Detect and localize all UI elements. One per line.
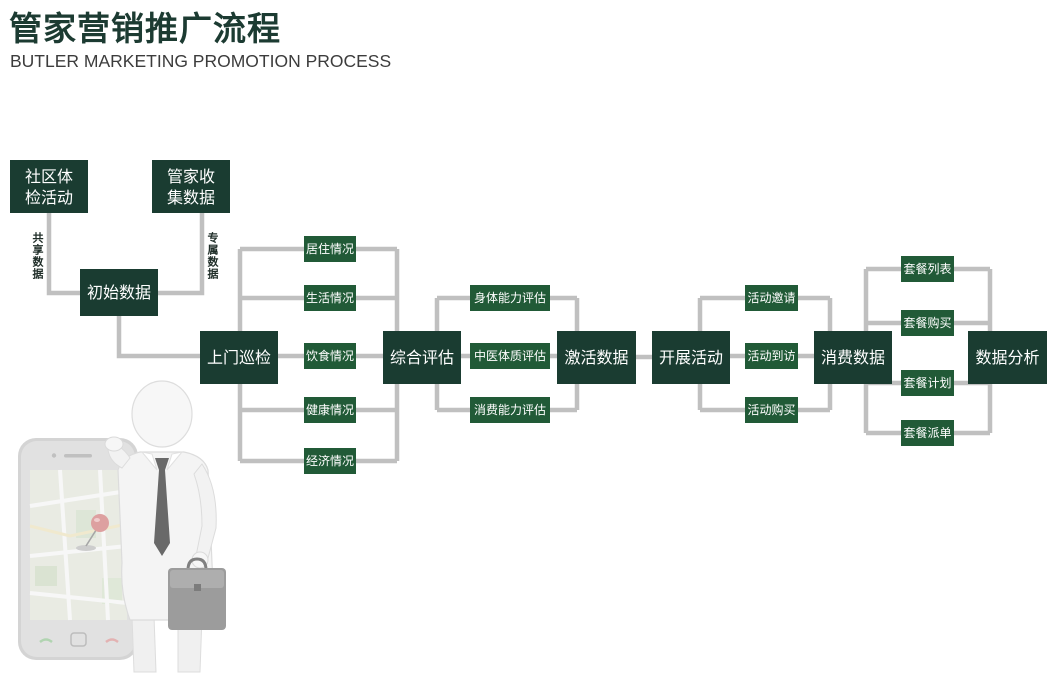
call-icon [39, 638, 53, 644]
inspection-item-economy: 经济情况 [304, 448, 356, 474]
node-label: 数据分析 [975, 348, 1040, 367]
assessment-item-physical: 身体能力评估 [470, 285, 550, 311]
node-label: 开展活动 [658, 348, 723, 367]
node-community-checkup: 社区体 检活动 [10, 160, 88, 213]
package-item-plan: 套餐计划 [901, 370, 954, 396]
assessment-item-tcm-constitution: 中医体质评估 [470, 343, 550, 369]
inspection-item-housing: 居住情况 [304, 236, 356, 262]
inspection-item-diet: 饮食情况 [304, 343, 356, 369]
package-item-list: 套餐列表 [901, 256, 954, 282]
briefcase-icon [168, 557, 226, 630]
node-butler-collection: 管家收 集数据 [152, 160, 230, 213]
edge-label-shared-data: 共享数据 [31, 232, 44, 280]
connector-shared-data [46, 213, 80, 296]
inspection-item-living: 生活情况 [304, 285, 356, 311]
node-activate-data: 激活数据 [557, 331, 636, 384]
node-label: 初始数据 [86, 283, 151, 302]
node-data-analysis: 数据分析 [968, 331, 1047, 384]
node-label-line: 检活动 [24, 187, 73, 207]
node-label: 上门巡检 [206, 348, 271, 367]
connector-exclusive-data [158, 213, 205, 296]
node-home-inspection: 上门巡检 [200, 331, 278, 384]
necktie-icon [154, 458, 170, 556]
page-title: 管家营销推广流程 [9, 9, 281, 48]
map-icon [29, 469, 128, 621]
home-button-icon [70, 632, 87, 647]
node-label: 消费数据 [820, 348, 885, 367]
end-call-icon [105, 638, 119, 644]
head [131, 380, 193, 448]
page-subtitle: BUTLER MARKETING PROMOTION PROCESS [10, 51, 392, 71]
node-label-line: 集数据 [166, 187, 215, 207]
node-launch-activities: 开展活动 [652, 331, 730, 384]
node-label: 激活数据 [564, 348, 629, 367]
node-label-line: 社区体 [24, 166, 73, 186]
node-comprehensive-assessment: 综合评估 [383, 331, 461, 384]
businessman-phone-illustration [18, 380, 226, 673]
package-item-purchase: 套餐购买 [901, 310, 954, 336]
connector-initial-to-inspection [116, 316, 200, 359]
edge-label-exclusive-data: 专属数据 [206, 232, 219, 280]
assessment-item-spending-power: 消费能力评估 [470, 397, 550, 423]
node-initial-data: 初始数据 [80, 269, 158, 316]
node-label-line: 管家收 [166, 166, 215, 186]
map-pin-icon [76, 514, 109, 551]
inspection-item-health: 健康情况 [304, 397, 356, 423]
activity-item-invite: 活动邀请 [745, 285, 798, 311]
activity-item-purchase: 活动购买 [745, 397, 798, 423]
node-consumption-data: 消费数据 [814, 331, 892, 384]
activity-item-visit: 活动到访 [745, 343, 798, 369]
package-item-dispatch: 套餐派单 [901, 420, 954, 446]
node-label: 综合评估 [389, 348, 454, 367]
